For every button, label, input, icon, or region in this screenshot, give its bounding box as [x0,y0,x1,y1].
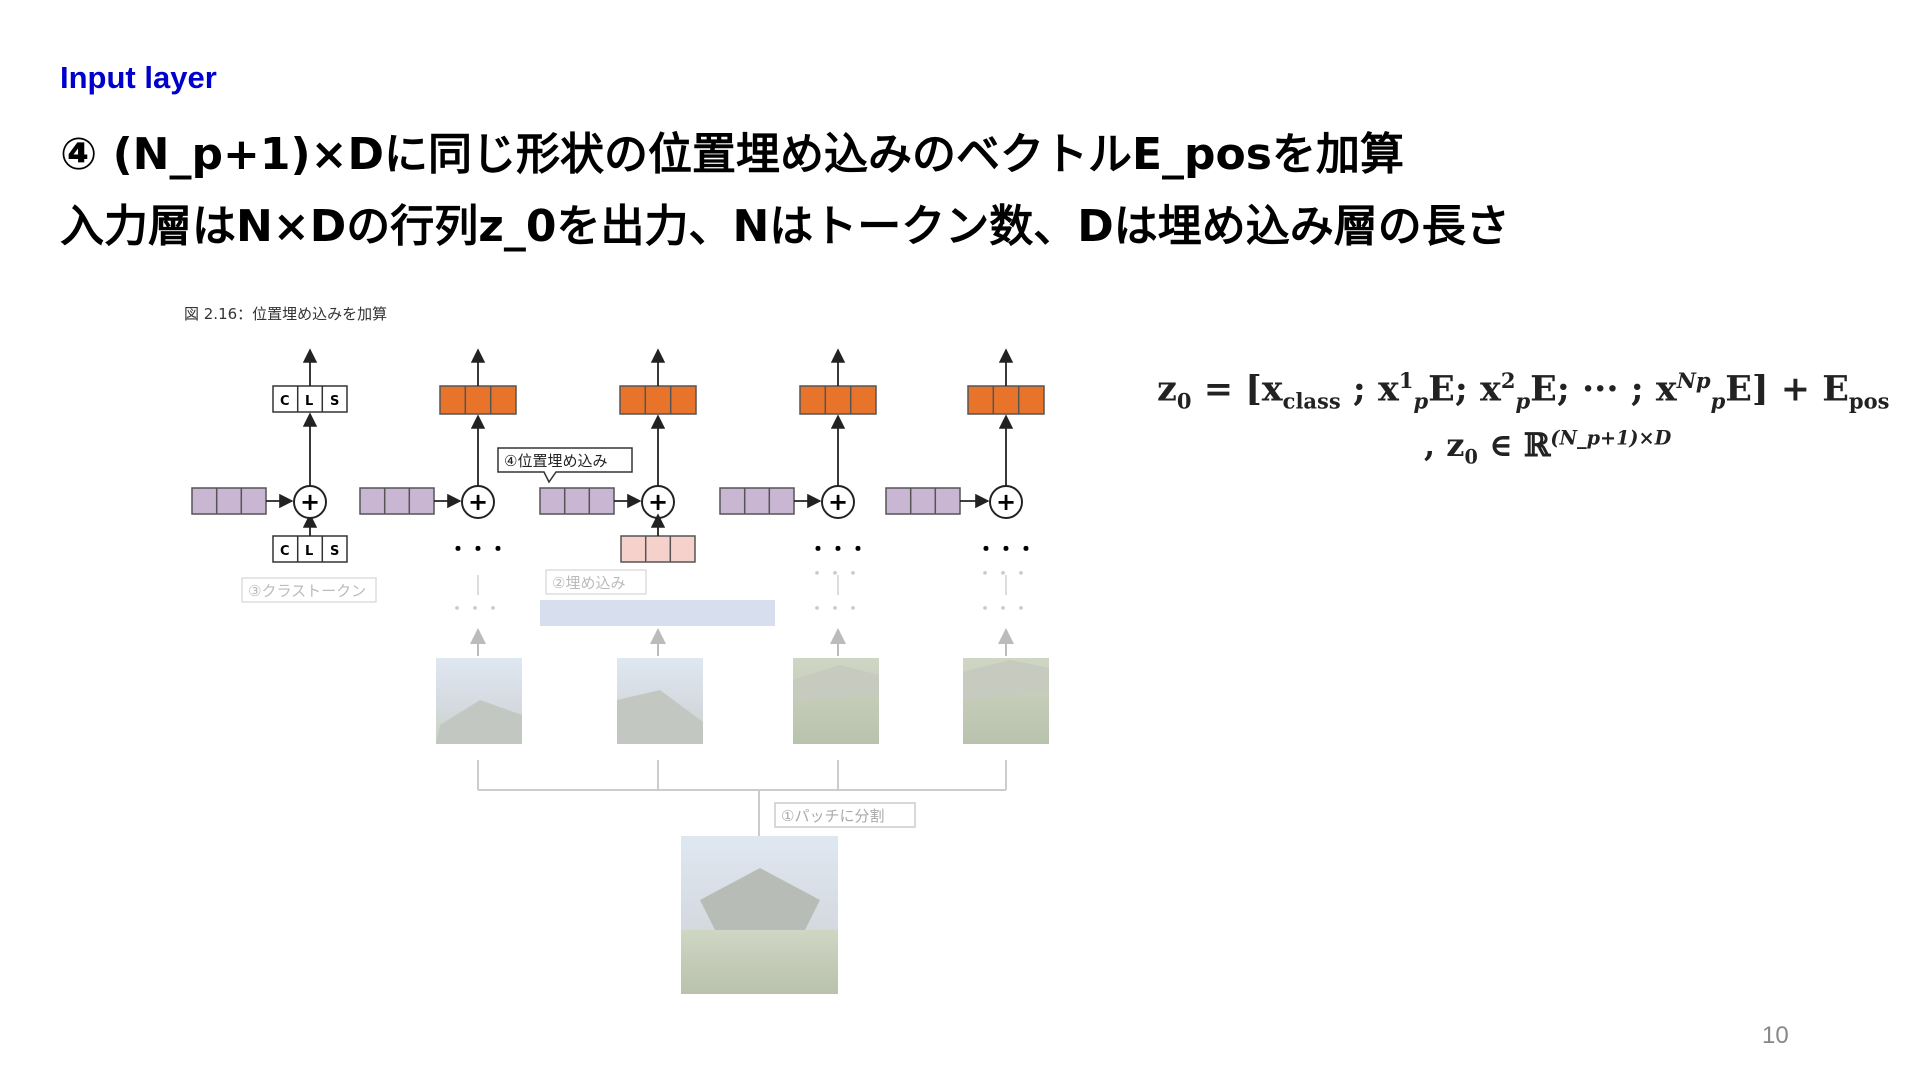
patch-1 [436,658,522,744]
source-building [700,868,820,930]
faded-ellipsis-4: ・・・ [808,564,862,585]
svg-text:C: C [280,394,290,409]
section-label: Input layer [60,60,217,95]
svg-text:S: S [330,544,339,559]
equation-line-1: z0 = [xclass ; x1pE; x2pE; ··· ; xNppE] … [1157,368,1890,414]
patch-3 [793,658,879,744]
input-cls-token: C L S [272,535,348,563]
class-token-label-box [241,577,377,603]
output-cls-token: C L S [272,385,348,413]
pos-embedding-4 [719,487,795,515]
patch-4 [963,658,1049,744]
svg-text:+: + [468,488,488,516]
faded-ellipsis-2: ・・・ [808,599,862,620]
output-token-3 [619,385,697,415]
page-number: 10 [1762,1022,1789,1049]
svg-text:+: + [996,488,1016,516]
ellipsis-col-4: ・・・ [808,537,868,561]
embedding-label: ②埋め込み [552,574,625,592]
svg-text:+: + [300,488,320,516]
plus-node-2: + [461,485,495,519]
pos-embedding-1 [191,487,267,515]
split-label: ①パッチに分割 [781,807,884,825]
plus-node-1: + [293,485,327,519]
pos-embedding-5 [885,487,961,515]
faded-ellipsis-3: ・・・ [976,599,1030,620]
headline-line-1: ④ (N_p+1)×Dに同じ形状の位置埋め込みのベクトルE_posを加算 [60,129,1404,180]
patch-2 [617,658,703,744]
plus-node-5: + [989,485,1023,519]
pos-label-box [497,447,633,484]
pos-label: ④位置埋め込み [504,452,607,470]
figure-caption: 図 2.16：位置埋め込みを加算 [184,305,387,323]
embedded-patch-token [620,535,696,563]
headline-line-2: 入力層はN×Dの行列z_0を出力、Nはトークン数、Dは埋め込み層の長さ [60,201,1510,252]
svg-text:+: + [828,488,848,516]
faded-ellipsis-5: ・・・ [976,564,1030,585]
embedding-label-box [545,569,647,595]
plus-node-4: + [821,485,855,519]
pos-embedding-2 [359,487,435,515]
split-label-box [774,802,916,828]
pos-embedding-3 [539,487,615,515]
source-trees [681,930,838,994]
ellipsis-col-2: ・・・ [448,537,508,561]
svg-text:L: L [305,544,313,559]
plus-node-3: + [641,485,675,519]
class-token-label: ③クラストークン [248,582,366,600]
svg-text:+: + [648,488,668,516]
ellipsis-col-5: ・・・ [976,537,1036,561]
embedding-band [540,600,775,626]
equation-line-2: , z0 ∈ ℝ(N_p+1)×D [1424,426,1672,469]
output-token-5 [967,385,1045,415]
svg-text:C: C [280,544,290,559]
svg-text:L: L [305,394,313,409]
faded-ellipsis-1: ・・・ [448,599,502,620]
svg-text:S: S [330,394,339,409]
output-token-4 [799,385,877,415]
output-token-2 [439,385,517,415]
